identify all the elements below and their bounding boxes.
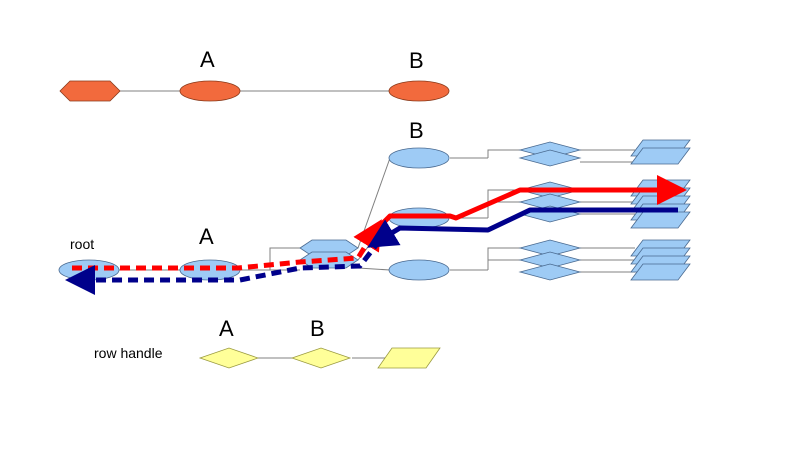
top-label-b: B	[409, 48, 424, 73]
top-label-a: A	[200, 47, 215, 72]
forward-path-solid	[372, 175, 687, 234]
top-node-a	[179, 80, 241, 102]
row-handle-label-a: A	[219, 316, 234, 341]
row-handle-label-b: B	[310, 316, 325, 341]
top-row: A B	[59, 47, 450, 102]
diamond-stack-lower	[518, 239, 582, 281]
leaf-stack-lower	[630, 239, 691, 281]
row-handle-node-b	[290, 347, 352, 369]
return-path-dashed	[65, 238, 382, 295]
row-handle-caption: row handle	[94, 345, 163, 361]
tree: root A B	[58, 118, 691, 281]
top-hexagon-node	[59, 80, 121, 102]
leaf-stack-middle	[630, 179, 691, 229]
row-handle-node-a	[198, 347, 260, 369]
tree-root-label: root	[70, 236, 94, 252]
tree-label-b: B	[409, 118, 424, 143]
tree-node-lower	[388, 259, 450, 281]
diamond-stack-top	[518, 141, 582, 167]
row-handle-leaf	[377, 347, 441, 369]
return-path-solid	[367, 207, 678, 248]
forward-path-dashed	[72, 219, 382, 271]
tree-label-a: A	[199, 224, 214, 249]
row-handle-row: row handle A B	[94, 316, 441, 369]
return-path	[65, 207, 678, 295]
forward-path	[72, 175, 687, 271]
leaf-stack-top	[630, 139, 691, 165]
top-node-b	[388, 80, 450, 102]
tree-hexagon-stack	[299, 239, 359, 269]
tree-node-b	[388, 147, 450, 169]
